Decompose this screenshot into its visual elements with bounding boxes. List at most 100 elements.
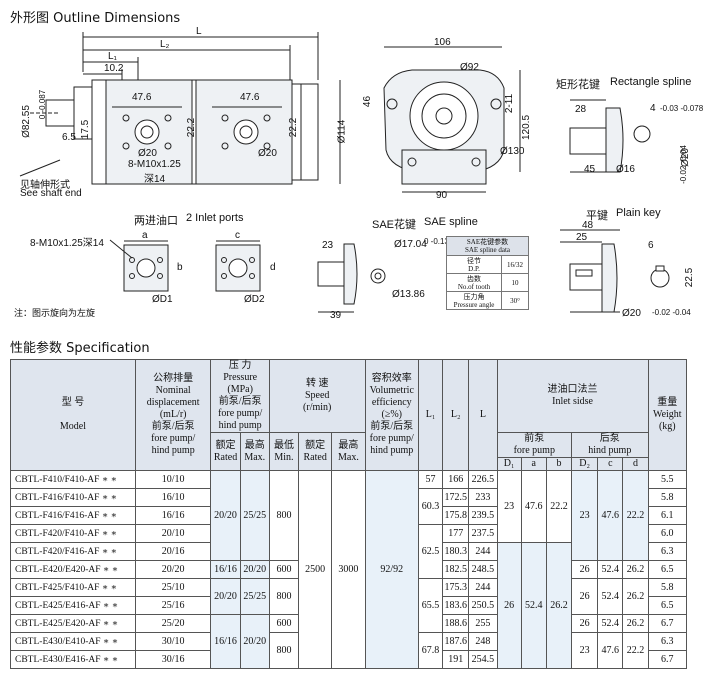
model-cell: CBTL-E425/E416-AF ∗ ∗ [10,596,136,615]
L2-cell: 187.6 [442,632,470,651]
shaft-note-cn: 见轴伸形式 [20,180,70,191]
dim-10-2: 10.2 [104,63,124,74]
L-cell: 226.5 [468,470,498,489]
h: 前泵/后泵 [370,421,414,432]
dim-47-6-front: 47.6 [132,92,152,103]
min-speed-cell: 800 [268,470,300,561]
weight-cell: 6.5 [647,560,688,579]
inlet-ports-title-cn: 两进油口 [134,215,178,227]
h: Speed [304,390,330,401]
sae-spline-drawing [317,243,386,313]
weight-cell: 6.0 [647,524,688,543]
bolt-note-depth: 深14 [144,174,166,185]
displacement-cell: 25/16 [134,596,212,615]
h: hind pump [218,420,262,431]
L2-cell: 191 [442,650,470,669]
dim-d13: Ø13.86 [392,289,425,300]
dim-a: a [142,230,148,241]
weight-cell: 6.1 [647,506,688,525]
weight-cell: 6.5 [647,596,688,615]
pressure-rated-cell: 16/16 [210,614,241,669]
h: Max. [338,451,359,463]
L2-cell: 188.6 [442,614,470,633]
D2-cell: 23 [571,632,599,669]
dim-d17: Ø17.04 [394,239,427,250]
h: Weight [652,409,682,420]
h: hind pump [151,445,195,456]
L2-cell: 183.6 [442,596,470,615]
L2-cell: 182.5 [442,560,470,579]
rated-speed-cell: 2500 [298,470,333,669]
h: Rated [303,451,327,463]
rect-spline-drawing [569,99,651,173]
h: Volumetric [369,385,414,396]
min-speed-cell: 800 [268,578,300,615]
d-cell: 26.2 [622,578,649,615]
L2-cell: 175.8 [442,506,470,525]
dim-4-tol: -0.03 -0.078 [660,104,704,113]
plain-key-drawing [560,229,670,313]
sae-row-label-cn: 齿数 [467,274,481,283]
model-cell: CBTL-F420/F410-AF ∗ ∗ [10,524,136,543]
dim-d130: Ø130 [500,146,525,157]
dim-D1: ØD1 [152,294,173,305]
sae-row-label-cn: 压力角 [463,292,485,301]
c-cell: 47.6 [597,470,624,561]
dim-d: d [270,262,276,273]
sae-title-cn: SAE花键 [372,219,417,231]
side-view-drawing [19,32,341,185]
plain-key-title-cn: 平键 [586,210,608,222]
dim-d20-key: Ø20 [622,308,641,319]
sae-row-label-cn: 径节 [467,256,481,265]
dim-d16: Ø16 [616,164,635,175]
h: 压 力 [228,360,252,371]
sae-row-label-en: No.of tooth [457,282,491,291]
front-view-drawing [383,46,521,193]
header-L2: L₂ [442,359,470,471]
h: Min. [274,451,294,463]
pressure-rated-cell: 20/20 [210,470,241,561]
a-cell: 47.6 [520,470,547,543]
a-cell: 52.4 [520,542,547,669]
header-d: d [622,457,649,471]
dim-d20-front: Ø20 [138,148,157,159]
h: 前泵/后泵 [151,421,195,432]
model-cell: CBTL-F420/F416-AF ∗ ∗ [10,542,136,561]
dim-28: 28 [575,104,587,115]
h: 前泵/后泵 [218,396,262,407]
rect-spline-title-en: Rectangle spline [610,76,692,88]
h: (≥%) [381,409,402,420]
dim-23: 23 [322,240,334,251]
rotation-footnote: 注：图示旋向为左旋 [14,308,96,318]
dim-39: 39 [330,310,342,321]
sae-row-label-en: D.P. [468,264,480,273]
dim-L2: L₂ [160,39,170,50]
dim-47-6-rear: 47.6 [240,92,260,103]
header-c: c [597,457,624,471]
L-cell: 255 [468,614,498,633]
d-cell: 26.2 [622,560,649,579]
h: 前泵 [524,433,545,444]
h: fore pump/ [218,408,263,419]
model-cell: CBTL-F416/F410-AF ∗ ∗ [10,488,136,507]
header-a: a [520,457,547,471]
efficiency-cell: 92/92 [364,470,419,669]
L-cell: 254.5 [468,650,498,669]
h: 容积效率 [371,373,412,384]
D2-cell: 26 [571,578,599,615]
dim-6-5: 6.5 [62,132,76,143]
h: 最高 [244,439,265,451]
model-cell: CBTL-E425/E420-AF ∗ ∗ [10,614,136,633]
h: efficiency [371,397,412,408]
L2-cell: 172.5 [442,488,470,507]
c-cell: 52.4 [597,614,624,633]
dim-22-5: 22.5 [684,267,696,288]
weight-cell: 5.8 [647,488,688,507]
header-D2: D₂ [571,457,599,471]
displacement-cell: 10/10 [134,470,212,489]
